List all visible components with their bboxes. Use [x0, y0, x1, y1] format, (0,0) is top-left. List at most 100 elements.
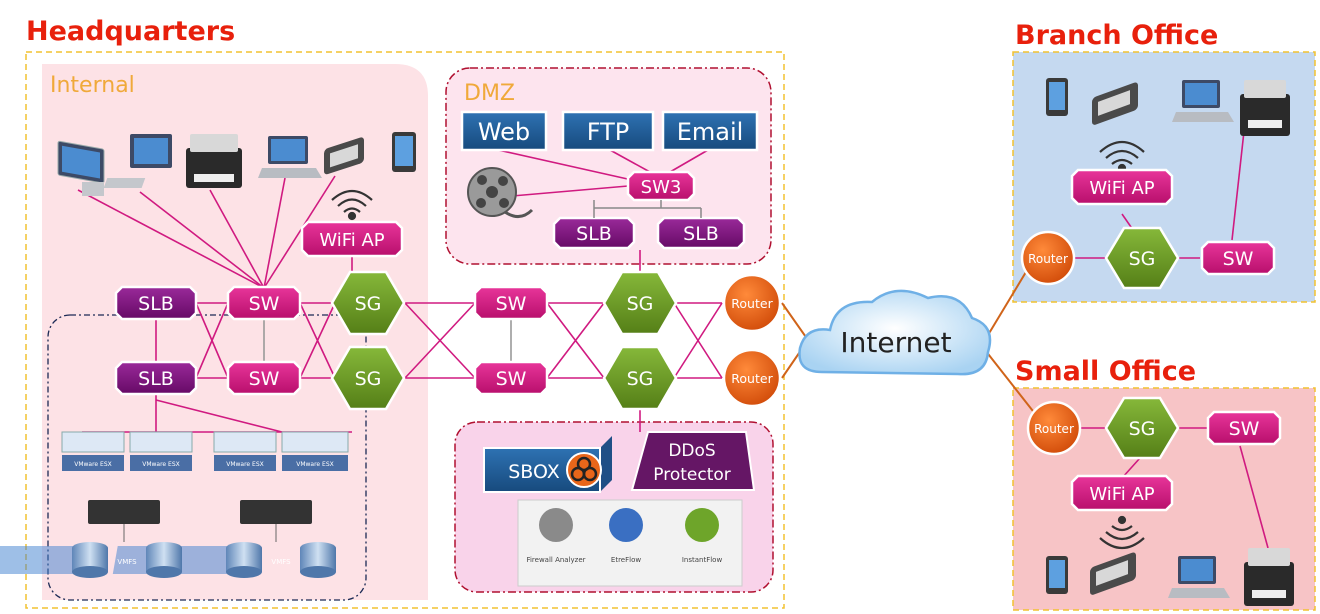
- slb-top[interactable]: SLB: [114, 285, 198, 321]
- tablet-icon: [1046, 556, 1068, 594]
- instantflow-label: InstantFlow: [682, 556, 723, 564]
- wifi-icon: [1099, 515, 1145, 550]
- ftp-label: FTP: [587, 118, 630, 146]
- printer-icon: [1244, 548, 1294, 606]
- small-sw[interactable]: SW: [1206, 410, 1282, 446]
- etreflow-label: EtreFlow: [611, 556, 641, 564]
- small-sg-label: SG: [1129, 418, 1156, 440]
- phone-icon: [1090, 552, 1136, 595]
- sg-left-top[interactable]: SG: [330, 270, 406, 336]
- phone-icon: [1092, 82, 1138, 125]
- sw-mid-bottom[interactable]: SW: [473, 360, 549, 396]
- sg-left-bottom[interactable]: SG: [330, 345, 406, 411]
- internet-label: Internet: [840, 326, 951, 359]
- vmware-label-2: VMware ESX: [142, 461, 180, 468]
- vmfs-label-2: VMFS: [271, 558, 291, 566]
- router-top[interactable]: Router: [722, 273, 782, 333]
- small-router[interactable]: Router: [1026, 400, 1082, 456]
- ddos-label-line1: DDoS: [668, 441, 715, 461]
- biohazard-icon: [566, 452, 602, 488]
- sg-right-bottom[interactable]: SG: [602, 345, 678, 411]
- dmz-slb-left[interactable]: SLB: [552, 216, 636, 250]
- router-top-label: Router: [731, 296, 773, 311]
- database-icon: VMFS VMFS: [0, 542, 336, 578]
- sw-top-label: SW: [249, 293, 280, 315]
- sg-right-top-label: SG: [627, 293, 654, 315]
- sw-mid-bottom-label: SW: [496, 368, 527, 390]
- branch-office-title: Branch Office: [1015, 20, 1218, 51]
- branch-wifi-ap[interactable]: WiFi AP: [1070, 168, 1174, 206]
- desktop-icon: [103, 134, 172, 188]
- vmware-label-3: VMware ESX: [226, 461, 264, 468]
- etreflow-icon: [609, 508, 643, 542]
- branch-wifi-ap-label: WiFi AP: [1089, 178, 1154, 199]
- vmware-label-1: VMware ESX: [74, 461, 112, 468]
- dmz-slb-right-label: SLB: [683, 223, 719, 245]
- small-sg[interactable]: SG: [1104, 396, 1180, 460]
- branch-router-label: Router: [1028, 252, 1068, 266]
- sbox-label: SBOX: [508, 461, 560, 483]
- sw-mid-top-label: SW: [496, 293, 527, 315]
- slb-bottom-label: SLB: [138, 368, 174, 390]
- router-bottom[interactable]: Router: [722, 348, 782, 408]
- sg-right-bottom-label: SG: [627, 368, 654, 390]
- firewall-analyzer-label: Firewall Analyzer: [526, 556, 585, 564]
- email-label: Email: [677, 118, 744, 146]
- datacenter-zone: [47, 314, 367, 601]
- instantflow-icon: [685, 508, 719, 542]
- links: [77, 94, 1269, 549]
- branch-sw-label: SW: [1223, 248, 1254, 270]
- email-server[interactable]: Email: [661, 110, 759, 152]
- sg-right-top[interactable]: SG: [602, 270, 678, 336]
- wifi-ap-hq[interactable]: WiFi AP: [300, 220, 404, 258]
- desktop-icon: [57, 140, 105, 196]
- dmz-slb-left-label: SLB: [576, 223, 612, 245]
- ddos-protector[interactable]: DDoS Protector: [630, 431, 756, 491]
- sg-left-bottom-label: SG: [355, 368, 382, 390]
- laptop-icon: [1172, 80, 1234, 122]
- internet-cloud[interactable]: Internet: [798, 289, 992, 376]
- headquarters-title: Headquarters: [26, 16, 235, 47]
- tablet-icon: [392, 132, 416, 172]
- web-server[interactable]: Web: [460, 110, 548, 152]
- tablet-icon: [1046, 78, 1068, 116]
- firewall-analyzer-icon: [539, 508, 573, 542]
- router-bottom-label: Router: [731, 371, 773, 386]
- sw-bottom-label: SW: [249, 368, 280, 390]
- small-wifi-ap-label: WiFi AP: [1089, 484, 1154, 505]
- flow-analyzer-panel: Firewall Analyzer EtreFlow InstantFlow: [517, 499, 743, 587]
- branch-sg[interactable]: SG: [1104, 226, 1180, 290]
- slb-top-label: SLB: [138, 293, 174, 315]
- branch-sg-label: SG: [1129, 248, 1156, 270]
- laptop-icon: [1168, 556, 1230, 598]
- laptop-icon: [258, 136, 322, 178]
- slb-bottom[interactable]: SLB: [114, 360, 198, 396]
- sw-mid-top[interactable]: SW: [473, 285, 549, 321]
- ftp-server[interactable]: FTP: [561, 110, 655, 152]
- server-rack-icon: VMware ESX VMware ESX VMware ESX VMware …: [61, 431, 349, 542]
- small-office-title: Small Office: [1015, 356, 1196, 387]
- sw3-label: SW3: [641, 177, 682, 198]
- small-sw-label: SW: [1229, 418, 1260, 440]
- branch-router[interactable]: Router: [1020, 230, 1076, 286]
- printer-icon: [186, 134, 242, 188]
- branch-sw[interactable]: SW: [1200, 240, 1276, 276]
- film-reel-icon: [467, 167, 534, 218]
- ddos-label-line2: Protector: [653, 465, 731, 485]
- sw-bottom[interactable]: SW: [226, 360, 302, 396]
- internal-label: Internal: [50, 73, 135, 98]
- vmfs-label-1: VMFS: [117, 558, 137, 566]
- wifi-icon: [331, 189, 373, 221]
- sw-top[interactable]: SW: [226, 285, 302, 321]
- dmz-slb-right[interactable]: SLB: [656, 216, 746, 250]
- small-wifi-ap[interactable]: WiFi AP: [1070, 474, 1174, 512]
- small-router-label: Router: [1034, 422, 1074, 436]
- vmware-label-4: VMware ESX: [296, 461, 334, 468]
- cloud-icon: [798, 289, 992, 376]
- printer-icon: [1240, 80, 1290, 136]
- sw3[interactable]: SW3: [626, 170, 696, 202]
- web-label: Web: [478, 118, 530, 146]
- dmz-label: DMZ: [464, 81, 515, 106]
- sg-left-top-label: SG: [355, 293, 382, 315]
